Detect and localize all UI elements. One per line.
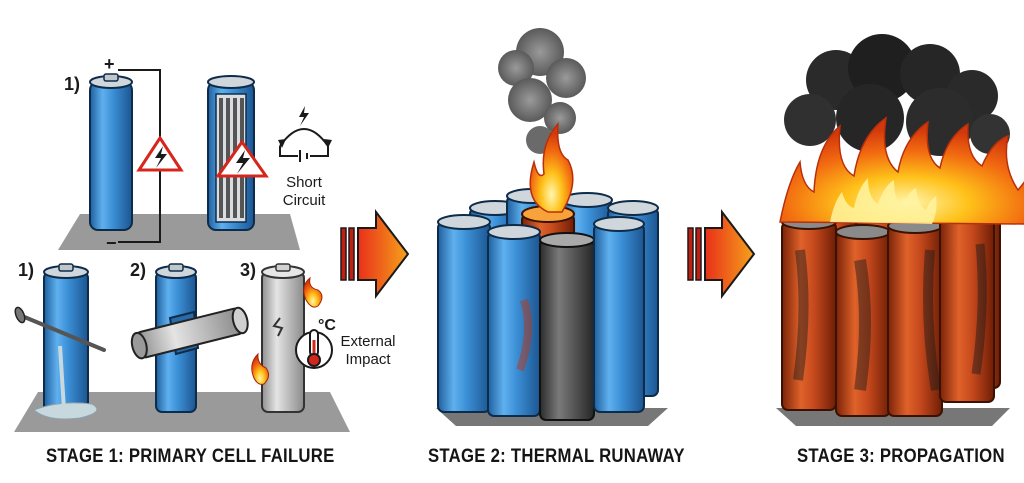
short-circuit-label-line1: Short <box>286 174 323 191</box>
stage3-cell-front-2 <box>835 224 891 417</box>
fire-icon <box>303 276 323 308</box>
internal-step-number: 1) <box>64 74 80 94</box>
nail-icon <box>14 306 106 352</box>
stage2-panel <box>436 28 668 426</box>
external-impact-label-line2: Impact <box>345 351 391 368</box>
stage1-caption: STAGE 1: PRIMARY CELL FAILURE <box>46 446 335 467</box>
stage3-caption: STAGE 3: PROPAGATION <box>797 446 1005 467</box>
external-cell-heat <box>251 263 333 413</box>
stage3-platform <box>776 408 1010 426</box>
stage1-panel: 1) + − Short Circuit 1) 2) 3) °C Externa… <box>14 54 396 432</box>
external-impact-label-line1: External <box>340 333 395 350</box>
lightning-icon <box>155 146 167 168</box>
smoke-icon <box>498 28 586 154</box>
short-circuit-symbol <box>278 106 332 162</box>
external-step-3: 3) <box>240 260 256 280</box>
warning-triangle-icon <box>215 139 269 178</box>
stage2-cell-front-3 <box>593 216 645 413</box>
internal-cell-blue <box>89 73 133 231</box>
stage2-cell-front-2 <box>487 224 541 417</box>
external-cell-crush <box>130 263 249 413</box>
stage2-cell-front-dark <box>539 232 595 421</box>
arrow-right-icon <box>340 209 410 299</box>
fire-icon <box>251 352 270 385</box>
warning-triangle-icon <box>136 135 184 172</box>
smoke-icon <box>784 34 1010 156</box>
stage3-cell-front-1 <box>781 214 837 411</box>
fire-icon <box>779 116 1024 225</box>
stage2-caption: STAGE 2: THERMAL RUNAWAY <box>428 446 685 467</box>
crushing-rod <box>130 306 249 360</box>
lightning-icon <box>299 106 309 126</box>
electrolyte-leak <box>33 402 98 420</box>
lightning-icon <box>236 150 250 174</box>
external-step-2: 2) <box>130 260 146 280</box>
stage3-panel <box>776 34 1024 426</box>
external-step-1: 1) <box>18 260 34 280</box>
arrow-right-icon <box>687 209 756 299</box>
negative-terminal-sign: − <box>106 233 117 253</box>
positive-terminal-sign: + <box>104 54 115 74</box>
external-cell-nail <box>14 263 106 420</box>
thermometer-icon <box>295 329 333 369</box>
fire-icon <box>529 121 574 213</box>
short-circuit-label-line2: Circuit <box>283 192 326 209</box>
stage2-cell-front-1 <box>437 214 491 413</box>
temperature-unit: °C <box>318 317 336 334</box>
soot-marks <box>793 243 987 391</box>
